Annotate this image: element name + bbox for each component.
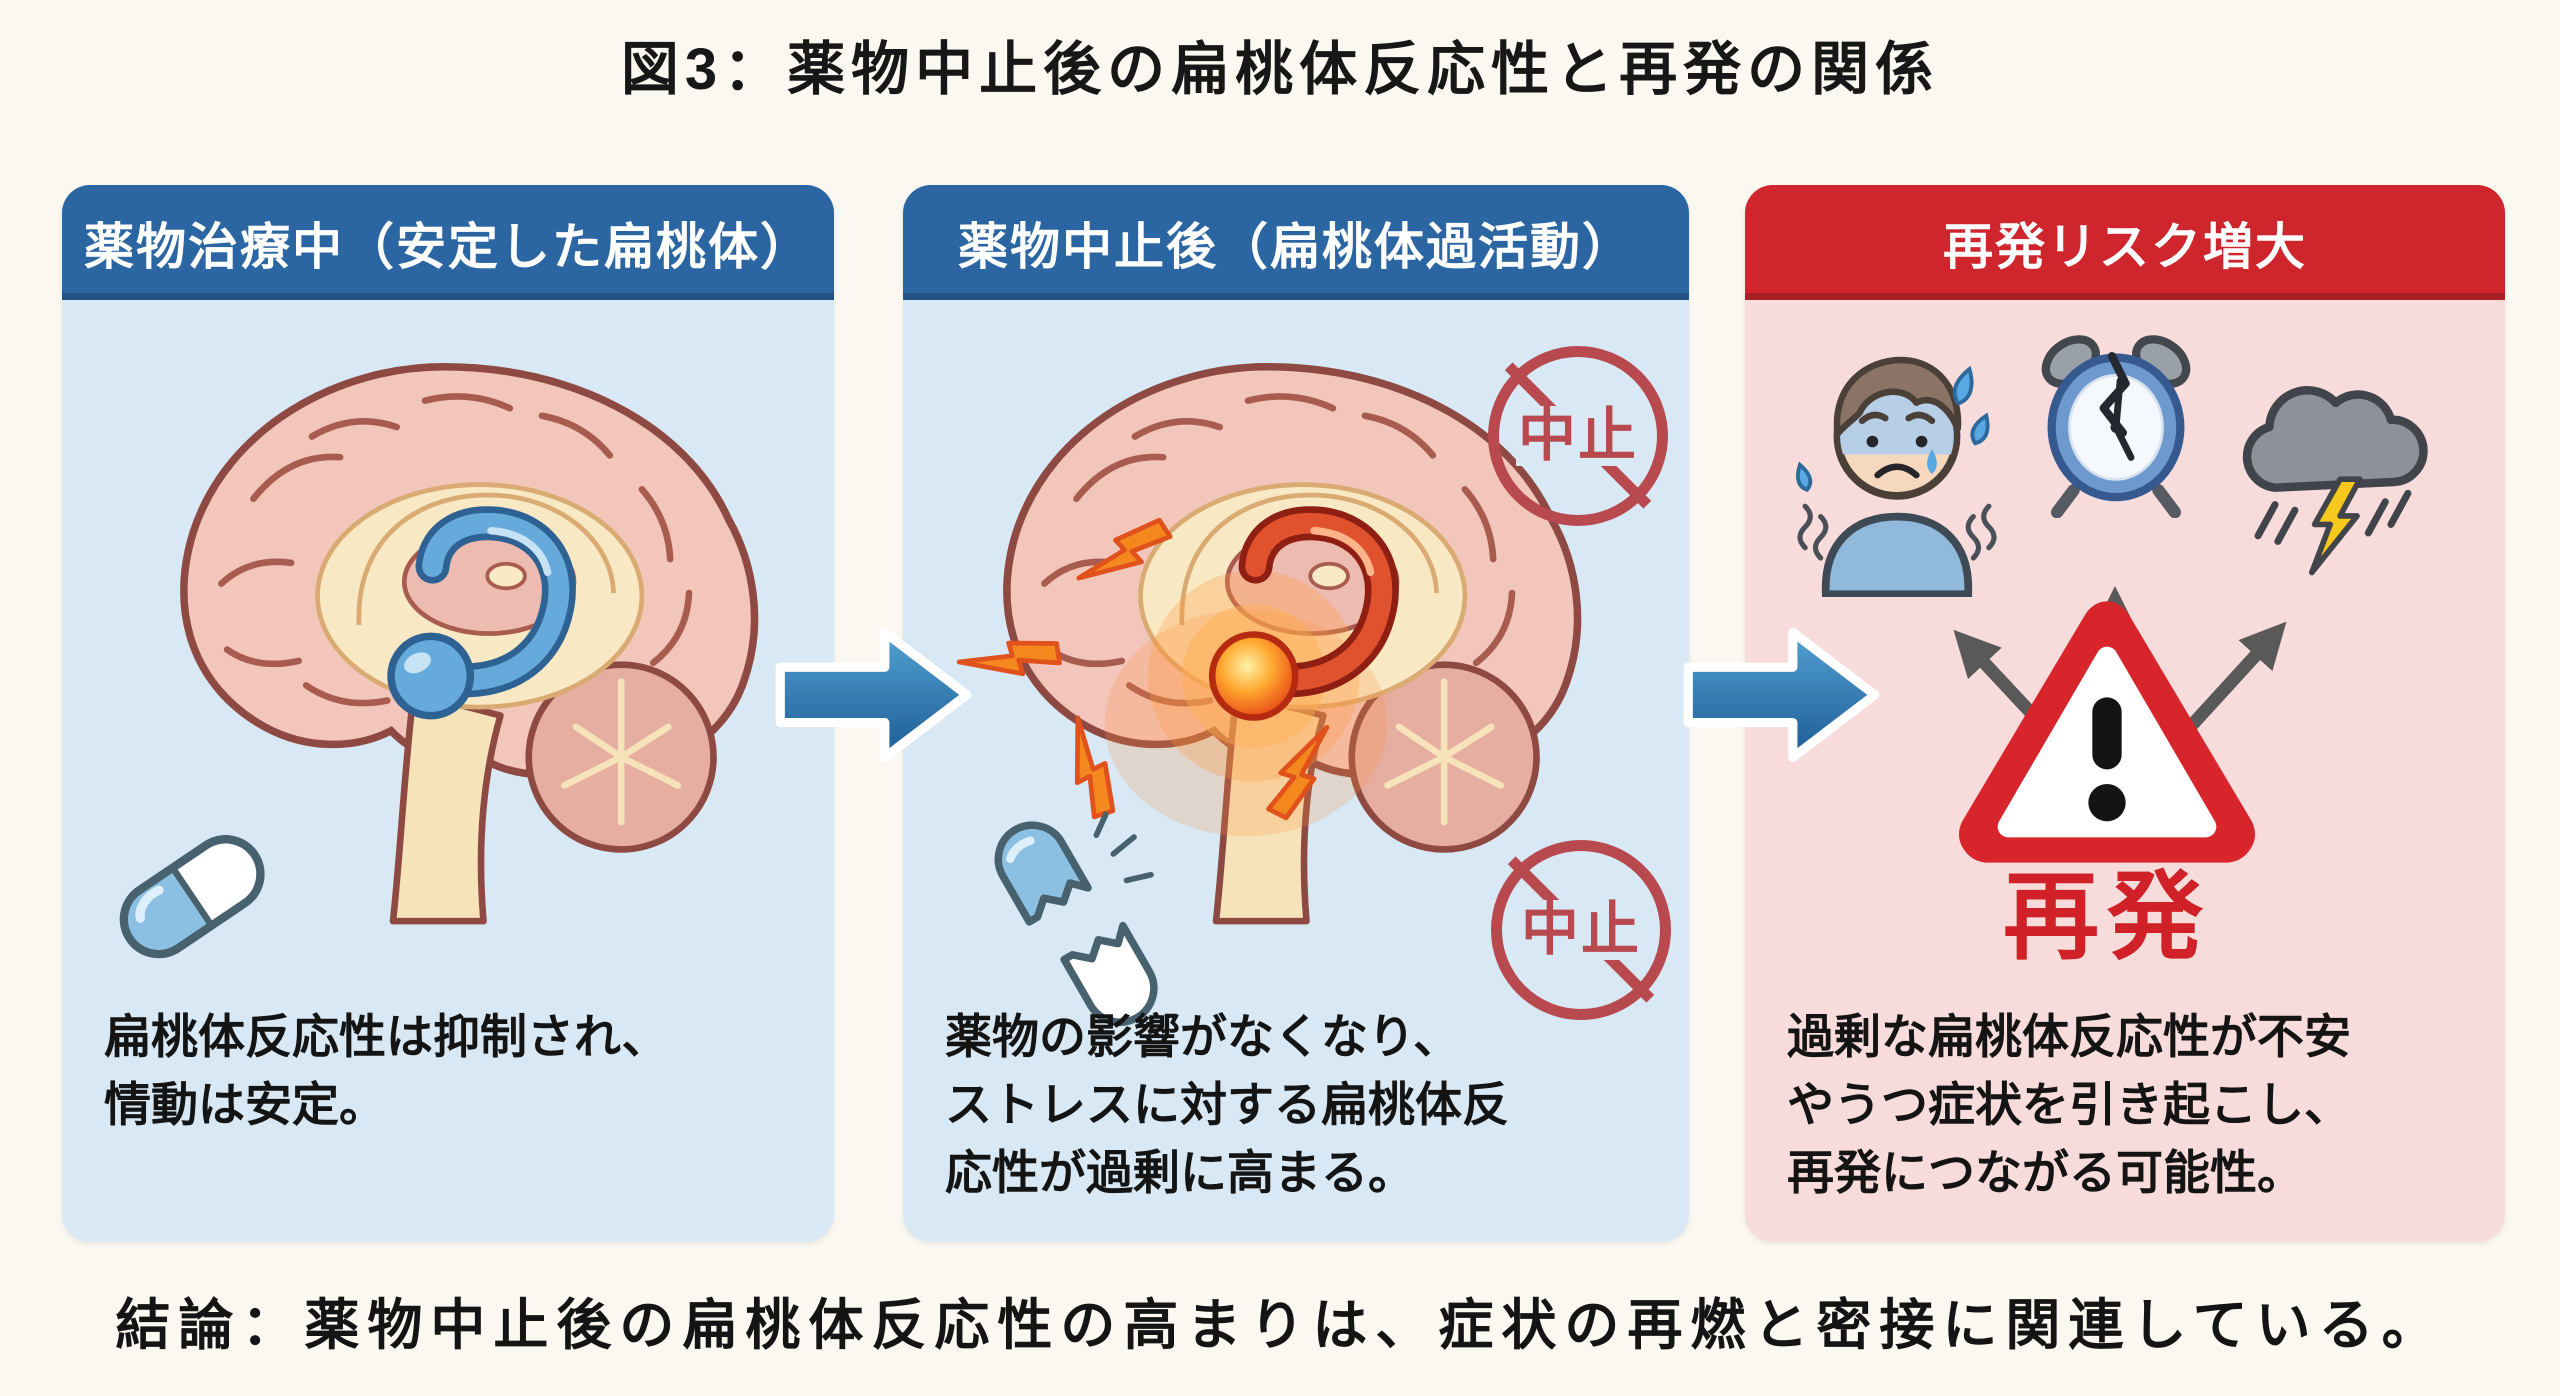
- crying-person-icon: [1796, 356, 1997, 597]
- sweat-drops: [1796, 365, 1990, 492]
- panel-treatment-description: 扁桃体反応性は抑制され、 情動は安定。: [104, 1003, 804, 1139]
- storm-cloud-icon: [2242, 386, 2428, 576]
- panel-relapse-body: 再発 過剰な扁桃体反応性が不安 やうつ症状を引き起こし、 再発につながる可能性。: [1745, 300, 2505, 1242]
- capsule-pill-icon: [119, 835, 265, 959]
- panel-discontinuation-body: 中止 中止 薬物の影響がなくなり、 ストレスに対する扁桃体反 応性が過剰に高まる…: [903, 300, 1689, 1242]
- panel-relapse-risk: 再発リスク増大: [1745, 185, 2505, 1242]
- flow-arrow-icon: [775, 627, 972, 763]
- broken-alarm-clock-icon: [2041, 335, 2191, 518]
- relapse-label: 再発: [2003, 864, 2211, 971]
- panel-treatment-header: 薬物治療中（安定した扁桃体）: [62, 185, 834, 300]
- panel-discontinuation-description: 薬物の影響がなくなり、 ストレスに対する扁桃体反 応性が過剰に高まる。: [945, 1003, 1659, 1207]
- description-line: 扁桃体反応性は抑制され、: [104, 1010, 669, 1063]
- stamp-label: 中止: [1518, 896, 1643, 962]
- panel-during-treatment: 薬物治療中（安定した扁桃体） 扁桃体反応性は抑制され、 情動は安定。: [62, 185, 834, 1242]
- amygdala-icon: [1104, 506, 1399, 837]
- warning-triangle-icon: [1959, 601, 2255, 863]
- figure-title: 図3：薬物中止後の扁桃体反応性と再発の関係: [620, 37, 1940, 102]
- panel-discontinuation-header: 薬物中止後（扁桃体過活動）: [903, 185, 1689, 300]
- description-line: 情動は安定。: [104, 1078, 386, 1131]
- panel-relapse-description: 過剰な扁桃体反応性が不安 やうつ症状を引き起こし、 再発につながる可能性。: [1787, 1003, 2475, 1207]
- stamp-label: 中止: [1515, 402, 1640, 468]
- description-line: 再発につながる可能性。: [1787, 1146, 2304, 1199]
- brain-icon: [112, 346, 772, 931]
- description-line: やうつ症状を引き起こし、: [1787, 1078, 2351, 1131]
- lightning-bolts-icon: [956, 517, 1330, 821]
- broken-pill-icon: [994, 811, 1158, 1026]
- description-line: 薬物の影響がなくなり、: [945, 1010, 1461, 1063]
- description-line: 応性が過剰に高まる。: [945, 1146, 1415, 1199]
- brain-icon: [956, 346, 1595, 931]
- panel-discontinuation: 薬物中止後（扁桃体過活動）: [903, 185, 1689, 1242]
- discontinue-stamp-icon: 中止: [1488, 346, 1668, 526]
- amygdala-icon: [387, 506, 576, 720]
- crack-sparks: [1093, 811, 1154, 884]
- discontinue-stamp-icon: 中止: [1491, 840, 1671, 1020]
- panel-treatment-body: 扁桃体反応性は抑制され、 情動は安定。: [62, 300, 834, 1242]
- description-line: ストレスに対する扁桃体反: [945, 1078, 1509, 1131]
- description-line: 過剰な扁桃体反応性が不安: [1787, 1010, 2351, 1063]
- panel-relapse-header: 再発リスク増大: [1745, 185, 2505, 300]
- conclusion-text: 結論：薬物中止後の扁桃体反応性の高まりは、症状の再燃と密接に関連している。: [115, 1294, 2445, 1356]
- flow-arrow-icon: [1683, 627, 1880, 763]
